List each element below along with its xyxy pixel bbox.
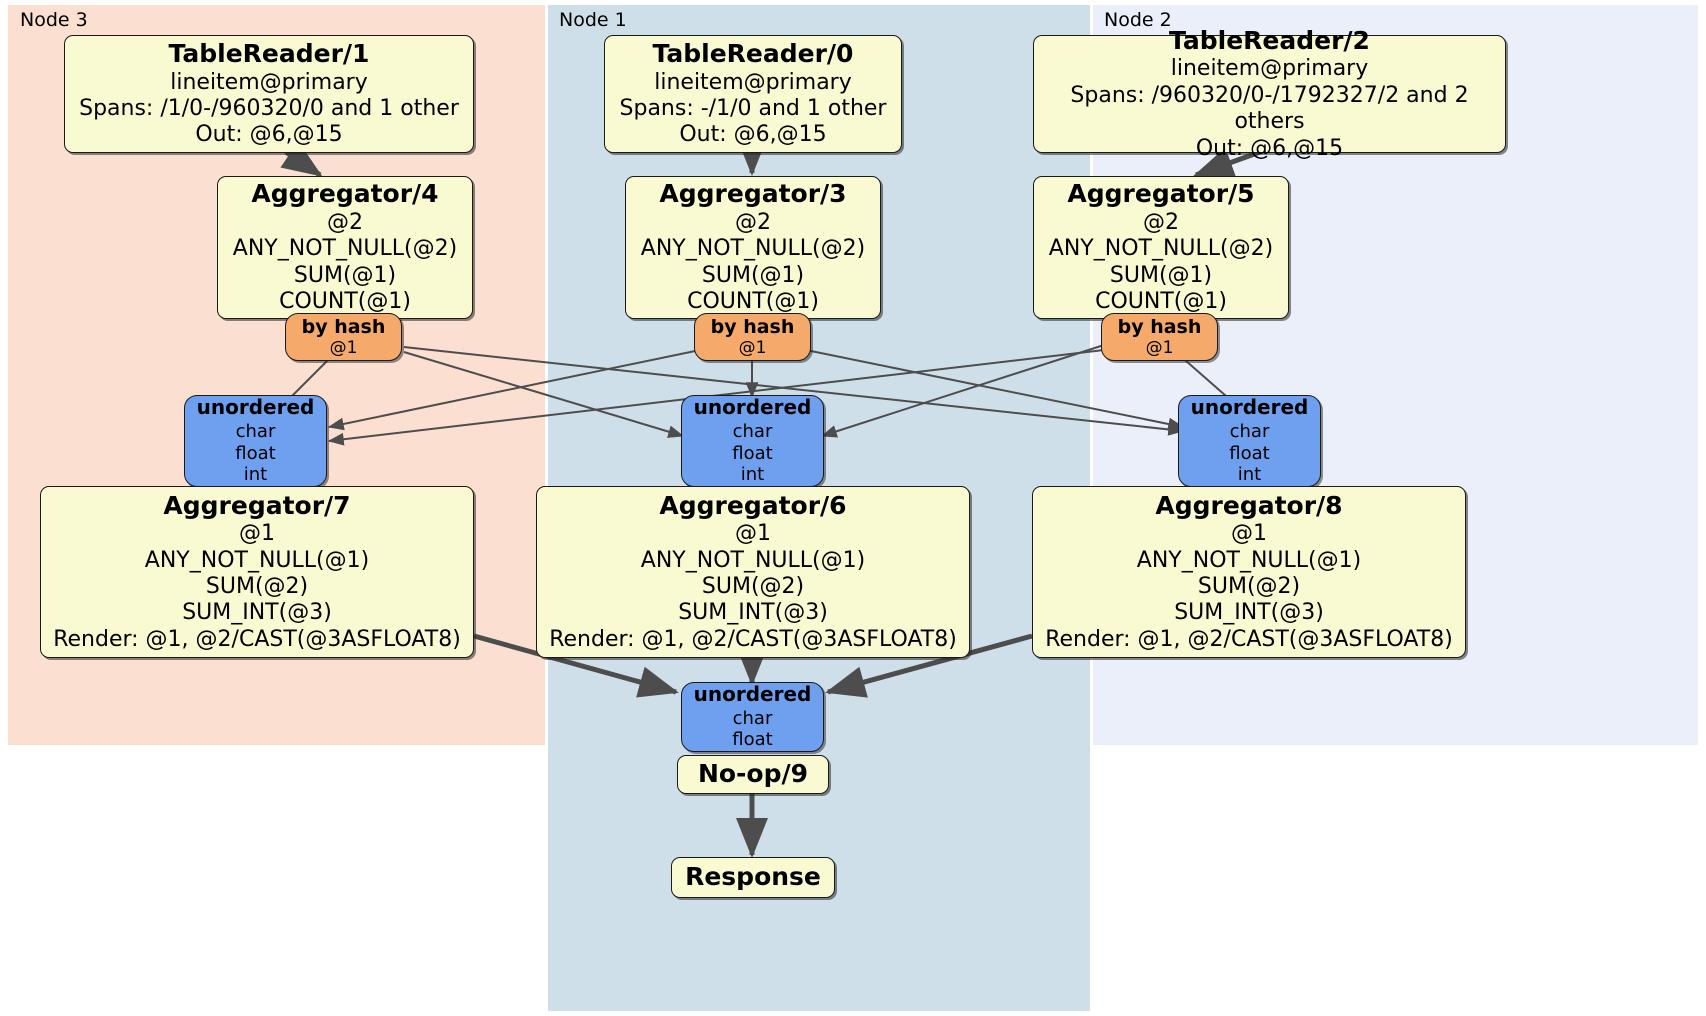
- processor-detail-line: SUM(@2): [701, 574, 805, 600]
- processor-title: TableReader/0: [652, 39, 854, 69]
- processor-title: TableReader/2: [1169, 25, 1370, 55]
- processor-detail-line: lineitem@primary: [1170, 56, 1369, 82]
- processor-detail-line: SUM(@1): [293, 262, 397, 288]
- processor-aggregator-6[interactable]: Aggregator/6 @1 ANY_NOT_NULL(@1) SUM(@2)…: [536, 486, 970, 658]
- processor-title: Aggregator/3: [659, 179, 847, 209]
- router-title: by hash: [710, 315, 795, 338]
- processor-detail-line: SUM_INT(@3): [678, 600, 828, 626]
- processor-detail-line: ANY_NOT_NULL(@1): [1136, 547, 1362, 573]
- processor-no-op-9[interactable]: No-op/9: [677, 755, 829, 794]
- processor-detail-line: Spans: -/1/0 and 1 other: [619, 96, 887, 122]
- processor-detail-line: ANY_NOT_NULL(@2): [1048, 236, 1274, 262]
- synchronizer-title: unordered: [1190, 395, 1309, 420]
- processor-detail-line: @2: [1143, 209, 1179, 235]
- processor-detail-line: Spans: /1/0-/960320/0 and 1 other: [79, 96, 459, 122]
- processor-detail-line: Spans: /960320/0-/1792327/2 and 2 others: [1070, 82, 1469, 135]
- synchronizer-title: unordered: [693, 395, 812, 420]
- processor-aggregator-7[interactable]: Aggregator/7 @1 ANY_NOT_NULL(@1) SUM(@2)…: [40, 486, 474, 658]
- processor-detail-line: @1: [1231, 521, 1267, 547]
- processor-detail-line: ANY_NOT_NULL(@2): [640, 236, 866, 262]
- processor-title: Aggregator/7: [163, 490, 351, 520]
- processor-detail-line: SUM(@2): [205, 574, 309, 600]
- synchronizer-type-line: char: [732, 707, 773, 729]
- synchronizer-unordered-final[interactable]: unordered char float: [681, 682, 824, 752]
- processor-response[interactable]: Response: [671, 857, 835, 898]
- processor-aggregator-3[interactable]: Aggregator/3 @2 ANY_NOT_NULL(@2) SUM(@1)…: [625, 176, 881, 319]
- processor-title: Aggregator/6: [659, 490, 847, 520]
- processor-title: Aggregator/8: [1155, 490, 1343, 520]
- processor-detail-line: lineitem@primary: [654, 69, 852, 95]
- processor-aggregator-8[interactable]: Aggregator/8 @1 ANY_NOT_NULL(@1) SUM(@2)…: [1032, 486, 1466, 658]
- router-detail-line: @1: [329, 338, 358, 358]
- processor-detail-line: COUNT(@1): [1095, 289, 1227, 315]
- processor-title: No-op/9: [697, 759, 809, 789]
- processor-title: Aggregator/5: [1067, 179, 1255, 209]
- processor-detail-line: SUM_INT(@3): [182, 600, 332, 626]
- processor-aggregator-5[interactable]: Aggregator/5 @2 ANY_NOT_NULL(@2) SUM(@1)…: [1033, 176, 1289, 319]
- processor-detail-line: @1: [735, 521, 771, 547]
- synchronizer-type-line: float: [732, 729, 773, 751]
- node-panel-label-node-3: Node 3: [20, 9, 88, 31]
- processor-detail-line: lineitem@primary: [170, 69, 368, 95]
- synchronizer-type-line: int: [740, 464, 765, 486]
- synchronizer-type-line: float: [235, 442, 276, 464]
- synchronizer-type-line: char: [1229, 420, 1270, 442]
- processor-detail-line: SUM(@2): [1197, 574, 1301, 600]
- processor-title: Response: [685, 862, 821, 892]
- processor-detail-line: ANY_NOT_NULL(@2): [232, 236, 458, 262]
- synchronizer-unordered-node-1[interactable]: unordered char float int: [681, 395, 824, 487]
- processor-detail-line: @2: [327, 209, 363, 235]
- processor-detail-line: @1: [239, 521, 275, 547]
- node-panel-label-node-1: Node 1: [559, 9, 627, 31]
- node-panel-label-node-2: Node 2: [1104, 9, 1172, 31]
- router-title: by hash: [1117, 315, 1202, 338]
- processor-detail-line: Render: @1, @2/CAST(@3ASFLOAT8): [549, 626, 957, 652]
- processor-detail-line: Out: @6,@15: [1195, 135, 1344, 161]
- synchronizer-type-line: float: [732, 442, 773, 464]
- synchronizer-type-line: float: [1229, 442, 1270, 464]
- processor-detail-line: @2: [735, 209, 771, 235]
- processor-detail-line: Render: @1, @2/CAST(@3ASFLOAT8): [1045, 626, 1453, 652]
- processor-detail-line: SUM(@1): [1109, 262, 1213, 288]
- processor-table-reader-1[interactable]: TableReader/1 lineitem@primary Spans: /1…: [64, 35, 474, 153]
- synchronizer-type-line: int: [1237, 464, 1262, 486]
- synchronizer-title: unordered: [196, 395, 315, 420]
- processor-detail-line: SUM(@1): [701, 262, 805, 288]
- processor-detail-line: Out: @6,@15: [195, 122, 343, 148]
- router-by-hash-node-1[interactable]: by hash @1: [694, 313, 811, 361]
- processor-table-reader-0[interactable]: TableReader/0 lineitem@primary Spans: -/…: [604, 35, 902, 153]
- router-title: by hash: [301, 315, 386, 338]
- processor-aggregator-4[interactable]: Aggregator/4 @2 ANY_NOT_NULL(@2) SUM(@1)…: [217, 176, 473, 319]
- synchronizer-title: unordered: [693, 682, 812, 707]
- processor-table-reader-2[interactable]: TableReader/2 lineitem@primary Spans: /9…: [1033, 26, 1506, 161]
- processor-title: TableReader/1: [168, 39, 370, 69]
- synchronizer-unordered-node-2[interactable]: unordered char float int: [1178, 395, 1321, 487]
- processor-detail-line: ANY_NOT_NULL(@1): [640, 547, 866, 573]
- processor-detail-line: Out: @6,@15: [679, 122, 827, 148]
- processor-detail-line: ANY_NOT_NULL(@1): [144, 547, 370, 573]
- router-detail-line: @1: [1145, 338, 1174, 358]
- synchronizer-type-line: char: [235, 420, 276, 442]
- router-by-hash-node-3[interactable]: by hash @1: [285, 313, 402, 361]
- synchronizer-type-line: char: [732, 420, 773, 442]
- router-by-hash-node-2[interactable]: by hash @1: [1101, 313, 1218, 361]
- processor-detail-line: SUM_INT(@3): [1174, 600, 1324, 626]
- synchronizer-unordered-node-3[interactable]: unordered char float int: [184, 395, 327, 487]
- synchronizer-type-line: int: [243, 464, 268, 486]
- processor-detail-line: COUNT(@1): [687, 289, 819, 315]
- processor-detail-line: COUNT(@1): [279, 289, 411, 315]
- router-detail-line: @1: [738, 338, 767, 358]
- processor-title: Aggregator/4: [251, 179, 439, 209]
- processor-detail-line: Render: @1, @2/CAST(@3ASFLOAT8): [53, 626, 461, 652]
